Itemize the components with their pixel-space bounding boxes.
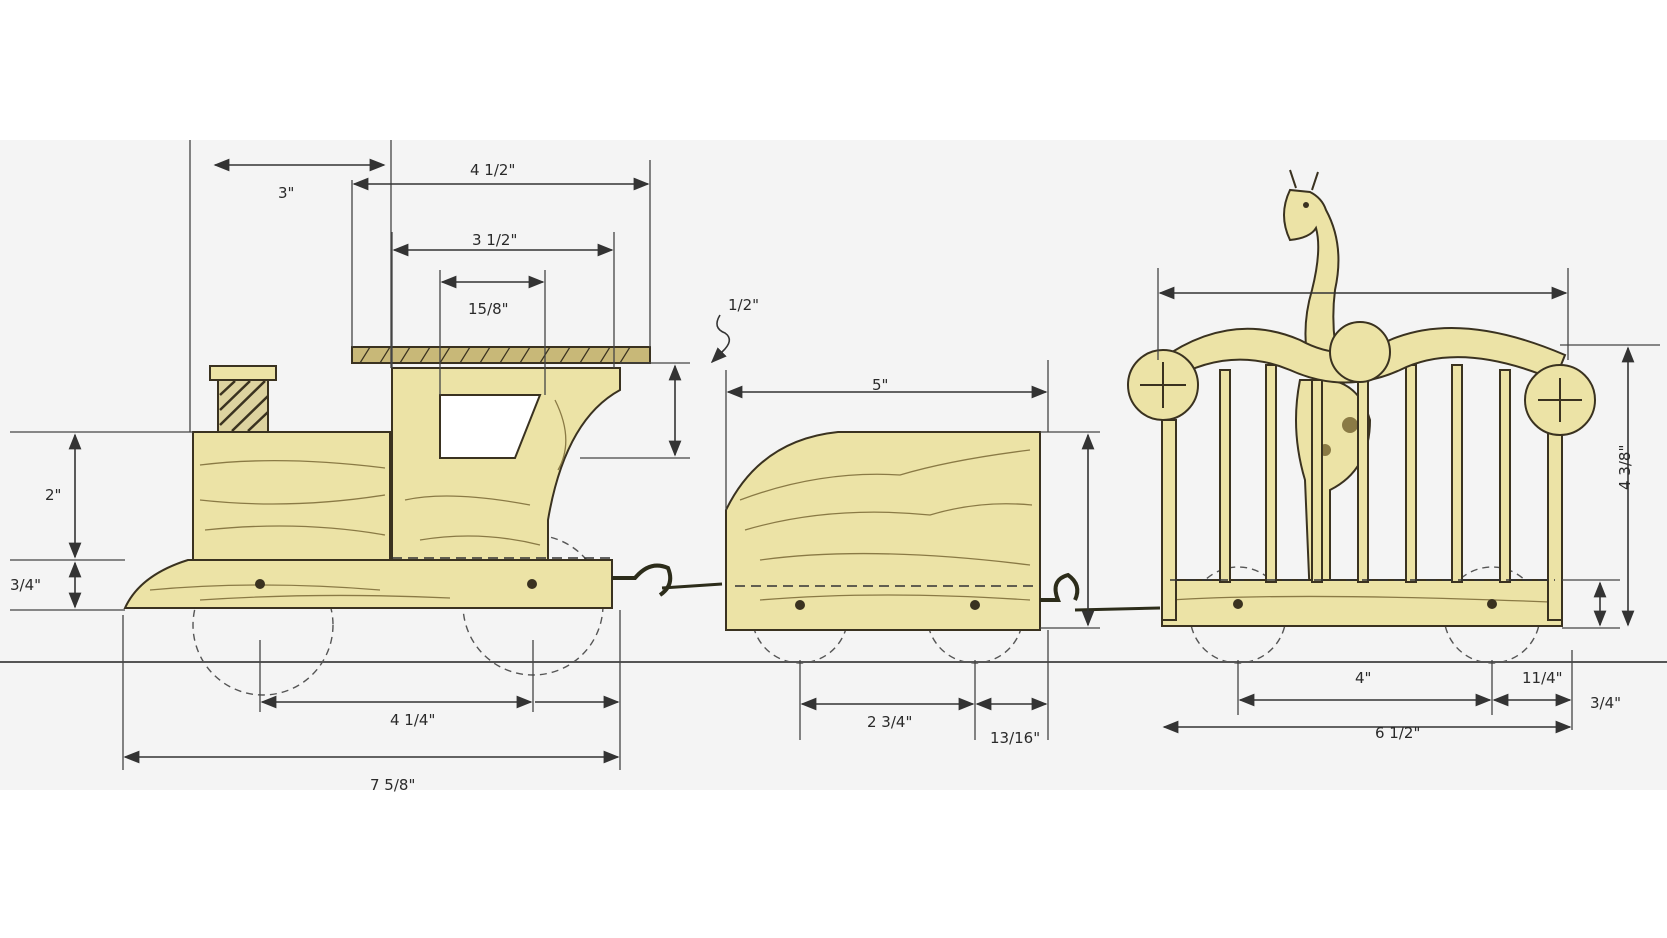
dim-tender-length: 5" <box>872 376 888 394</box>
cage-left-post <box>1161 419 1177 621</box>
dim-cab-width: 3 1/2" <box>472 231 517 249</box>
cage-rear-axle <box>1487 599 1497 609</box>
loco-rear-axle <box>527 579 537 589</box>
dim-loco-axle-spacing: 4 1/4" <box>390 711 435 729</box>
dim-boiler-height: 2" <box>45 486 61 504</box>
locomotive <box>123 346 651 696</box>
loco-roof <box>351 346 651 364</box>
cage-bars <box>1219 364 1511 583</box>
loco-boiler <box>192 431 391 561</box>
cage-right-post <box>1547 419 1563 621</box>
loco-cab-window <box>439 394 542 459</box>
cage-front-axle <box>1233 599 1243 609</box>
dim-window-width: 15/8" <box>468 300 509 318</box>
tender-coupling-hook <box>1040 572 1080 602</box>
dim-roof-thickness: 1/2" <box>728 296 759 314</box>
cage-car <box>1127 169 1596 664</box>
loco-chassis <box>123 559 613 609</box>
dim-tender-axle-offset: 13/16" <box>990 729 1040 747</box>
dim-tender-axle-spacing: 2 3/4" <box>867 713 912 731</box>
dim-cage-height: 4 3/8" <box>1616 445 1634 490</box>
tender-rear-axle <box>970 600 980 610</box>
loco-smokestack-cap <box>209 365 277 381</box>
extension-lines <box>10 140 1660 770</box>
cage-roof-center-knob <box>1329 321 1391 383</box>
loco-front-axle <box>255 579 265 589</box>
cage-base <box>1161 579 1563 627</box>
dim-cage-length: 6 1/2" <box>1375 724 1420 742</box>
dim-chassis-height: 3/4" <box>10 576 41 594</box>
dim-roof-width: 4 1/2" <box>470 161 515 179</box>
dim-loco-length: 7 5/8" <box>370 776 415 794</box>
tender-front-axle <box>795 600 805 610</box>
dim-cage-base: 3/4" <box>1590 694 1621 712</box>
dim-cage-axle-offset: 11/4" <box>1522 669 1563 687</box>
dim-loco-offset: 3" <box>278 184 294 202</box>
tender-body <box>725 431 1041 631</box>
dimension-lines <box>68 158 1635 764</box>
dimension-labels: 3" 4 1/2" 3 1/2" 15/8" 1/2" 2" 3/4" 4 1/… <box>10 161 1634 794</box>
tender <box>725 431 1041 664</box>
dim-cage-axle-spacing: 4" <box>1355 669 1371 687</box>
